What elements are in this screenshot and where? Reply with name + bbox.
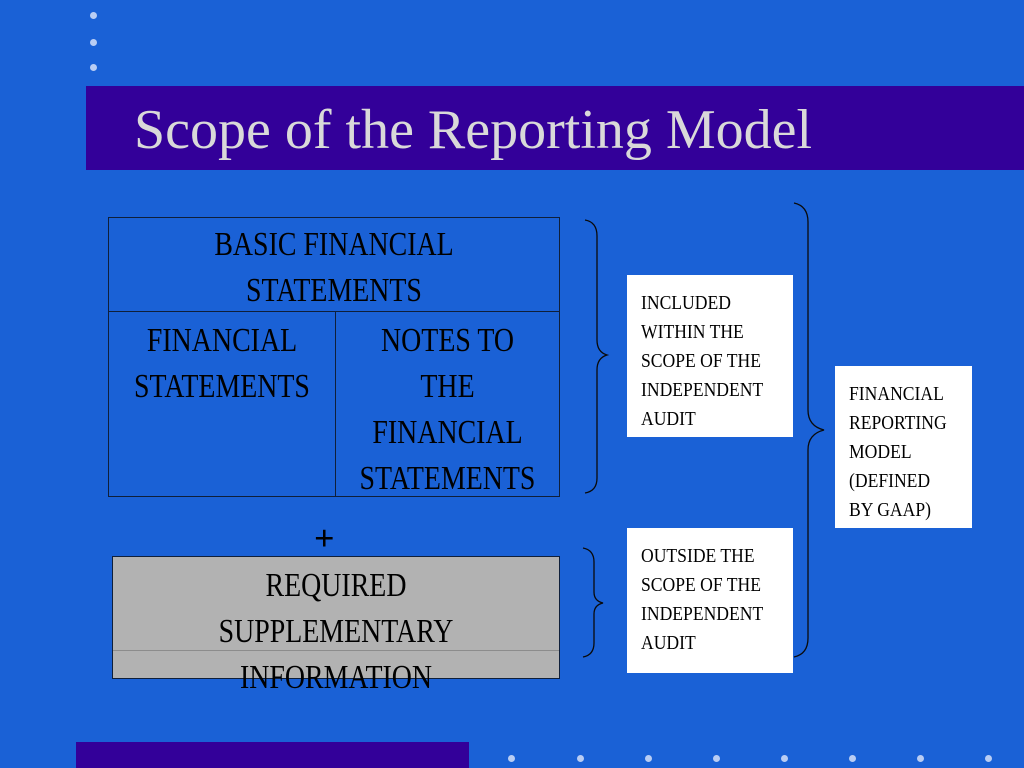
- decor-dot: [917, 755, 924, 762]
- notes-cell: NOTES TO THE FINANCIAL STATEMENTS: [356, 318, 539, 502]
- decor-dot: [90, 39, 97, 46]
- decor-dot: [713, 755, 720, 762]
- label-line: REPORTING: [849, 412, 947, 434]
- decor-dot: [508, 755, 515, 762]
- slide-title: Scope of the Reporting Model: [134, 99, 813, 161]
- decor-dot: [781, 755, 788, 762]
- label-line: AUDIT: [641, 632, 696, 654]
- label-line: MODEL: [849, 441, 912, 463]
- required-supplementary-text: REQUIRED SUPPLEMENTARY INFORMATION: [152, 563, 519, 701]
- supplementary-line: INFORMATION: [239, 659, 433, 696]
- label-line: INDEPENDENT: [641, 379, 764, 401]
- label-line: SCOPE OF THE: [641, 350, 761, 372]
- supplementary-divider: [113, 650, 559, 651]
- decor-dot: [645, 755, 652, 762]
- header-line: BASIC FINANCIAL: [214, 226, 454, 263]
- label-line: INCLUDED: [641, 292, 731, 314]
- financial-statements-cell: FINANCIAL STATEMENTS: [129, 318, 314, 410]
- header-line: STATEMENTS: [246, 272, 422, 309]
- table-divider-vertical: [335, 311, 336, 497]
- bottom-band: [76, 742, 469, 768]
- decor-dot: [849, 755, 856, 762]
- brace-outside: [582, 547, 604, 658]
- cell-line: THE: [420, 368, 475, 405]
- label-line: WITHIN THE: [641, 321, 744, 343]
- decor-dot: [577, 755, 584, 762]
- cell-line: FINANCIAL: [146, 322, 298, 359]
- included-scope-label: INCLUDED WITHIN THE SCOPE OF THE INDEPEN…: [627, 275, 793, 437]
- cell-line: FINANCIAL: [372, 414, 523, 451]
- plus-sign: +: [314, 518, 335, 558]
- brace-model: [793, 202, 825, 658]
- cell-line: STATEMENTS: [134, 368, 310, 405]
- reporting-model-label: FINANCIAL REPORTING MODEL (DEFINED BY GA…: [835, 366, 972, 528]
- decor-dot: [90, 12, 97, 19]
- table-divider-horizontal: [109, 311, 559, 312]
- label-line: FINANCIAL: [849, 383, 944, 405]
- label-line: (DEFINED: [849, 470, 931, 492]
- title-band: [86, 86, 1024, 170]
- cell-line: STATEMENTS: [359, 460, 536, 497]
- decor-dot: [985, 755, 992, 762]
- supplementary-line: REQUIRED SUPPLEMENTARY: [218, 567, 454, 650]
- basic-statements-header: BASIC FINANCIAL STATEMENTS: [150, 222, 519, 314]
- label-line: SCOPE OF THE: [641, 574, 761, 596]
- brace-included: [584, 219, 610, 494]
- label-line: AUDIT: [641, 408, 696, 430]
- label-line: BY GAAP): [849, 499, 931, 521]
- basic-financial-statements-table: BASIC FINANCIAL STATEMENTS FINANCIAL STA…: [108, 217, 560, 497]
- required-supplementary-box: [112, 556, 560, 679]
- cell-line: NOTES TO: [381, 322, 514, 359]
- label-line: OUTSIDE THE: [641, 545, 755, 567]
- outside-scope-label: OUTSIDE THE SCOPE OF THE INDEPENDENT AUD…: [627, 528, 793, 673]
- decor-dot: [90, 64, 97, 71]
- label-line: INDEPENDENT: [641, 603, 764, 625]
